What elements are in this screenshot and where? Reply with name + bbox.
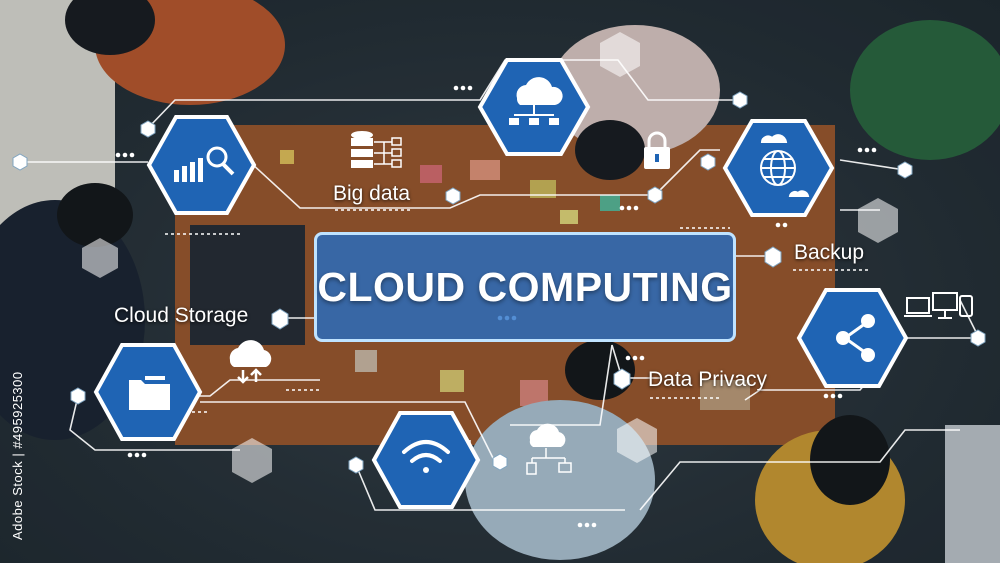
growth-chart-icon (174, 146, 235, 182)
cloud-devices-icon (526, 423, 572, 475)
cloud-upload-icon (229, 340, 272, 384)
label-data-privacy: Data Privacy (648, 368, 768, 391)
label-cloud-storage: Cloud Storage (114, 304, 249, 327)
wifi-icon (402, 440, 450, 473)
label-big-data: Big data (333, 182, 411, 205)
wifi-hexagon (371, 411, 481, 509)
globe-hexagon (722, 119, 835, 217)
person-plaid-shirt (850, 20, 1000, 160)
cloud-network-hexagon (477, 58, 591, 156)
label-backup: Backup (794, 241, 865, 264)
cabinet (945, 425, 1000, 563)
title-box: CLOUD COMPUTING (314, 232, 736, 342)
folder-icon (129, 376, 170, 410)
database-icon (351, 131, 402, 168)
person-pink-shirt (550, 25, 720, 155)
title-text: CLOUD COMPUTING (317, 263, 733, 310)
person-light-blue-shirt (465, 400, 655, 560)
folder-hexagon (93, 343, 203, 441)
lock-icon (644, 131, 670, 169)
translucent-hexagon (600, 32, 640, 77)
devices-icon (904, 292, 973, 319)
globe-icon (760, 134, 810, 197)
cloud-network-icon (509, 77, 563, 125)
stock-credit: Adobe Stock | #495925300 (10, 371, 25, 540)
growth-chart-hexagon (146, 115, 257, 215)
share-icon (836, 314, 875, 362)
share-hexagon (796, 288, 909, 388)
